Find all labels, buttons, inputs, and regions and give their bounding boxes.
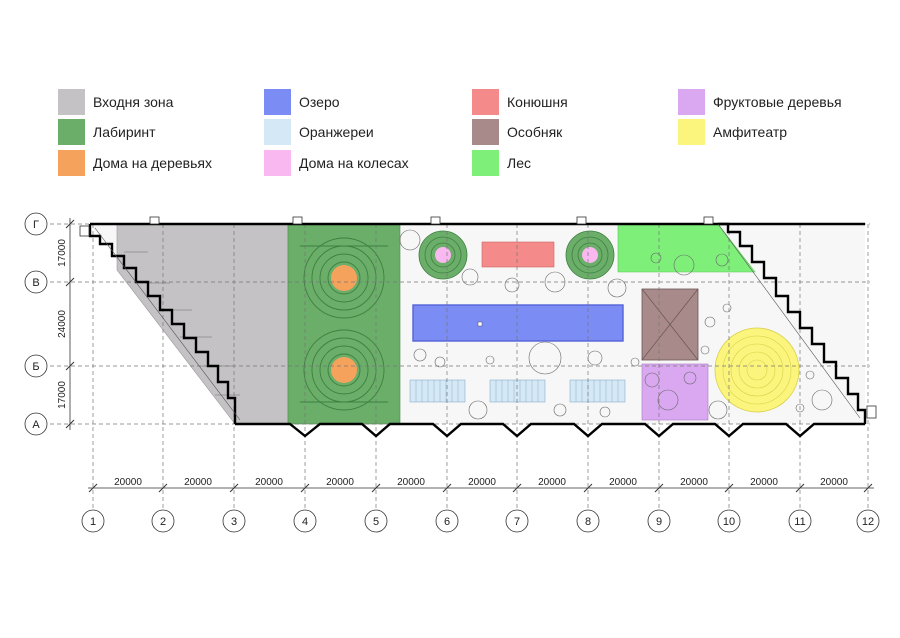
zone-mansion	[641, 288, 699, 361]
row-axis-label: Б	[32, 361, 39, 373]
legend-swatch	[264, 150, 291, 176]
column-axis-label: 6	[444, 516, 450, 528]
legend-swatch	[58, 89, 85, 115]
zone-fruit-trees	[641, 363, 709, 421]
legend-item-entrance-zone: Входня зона	[58, 89, 173, 115]
column-axis-label: 2	[160, 516, 166, 528]
row-dimension-label: 17000	[57, 239, 68, 267]
column-dimension-label: 20000	[820, 477, 848, 488]
legend-swatch	[264, 89, 291, 115]
legend-item-tree-houses: Дома на деревьях	[58, 150, 212, 176]
row-axis-label: Г	[33, 219, 39, 231]
legend-swatch	[472, 150, 499, 176]
ring-motorhomes-right	[565, 230, 615, 280]
ring-motorhomes-left	[418, 230, 468, 280]
row-axis-label: А	[32, 419, 40, 431]
tree-house-2	[331, 357, 357, 383]
legend-label: Конюшня	[507, 94, 568, 110]
column-dimension-label: 20000	[538, 477, 566, 488]
zone-amphitheatre	[714, 327, 800, 413]
legend-swatch	[678, 89, 705, 115]
zone-lake	[412, 304, 624, 342]
column-axis-label: 3	[231, 516, 237, 528]
tree-house-1	[331, 265, 357, 291]
legend-label: Лабиринт	[93, 124, 156, 140]
legend-swatch	[58, 150, 85, 176]
row-dimension-label: 17000	[57, 381, 68, 409]
legend-label: Амфитеатр	[713, 124, 788, 140]
column-axis-label: 11	[794, 516, 805, 528]
column-dimension-label: 20000	[397, 477, 425, 488]
column-axis-label: 8	[585, 516, 591, 528]
column-axis-label: 12	[862, 516, 874, 528]
column-dimensions: 20000 20000 20000 20000 20000 20000 2000…	[88, 477, 874, 493]
column-dimension-label: 20000	[750, 477, 778, 488]
column-axis-label: 7	[514, 516, 520, 528]
boundary-tabs	[79, 216, 877, 419]
greenhouses	[409, 379, 626, 403]
legend-swatch	[472, 119, 499, 145]
zone-labyrinth	[287, 223, 401, 425]
site-boundary	[88, 222, 867, 438]
row-dimension-label: 24000	[57, 310, 68, 338]
legend-swatch	[678, 119, 705, 145]
column-dimension-label: 20000	[326, 477, 354, 488]
legend-item-labyrinth: Лабиринт	[58, 119, 156, 145]
legend-swatch	[472, 89, 499, 115]
boundary-diagonals	[94, 223, 861, 421]
column-dimension-label: 20000	[114, 477, 142, 488]
column-axes: 1 2 3 4 5 6 7 8 9 10 11 12	[81, 509, 880, 533]
legend-label: Дома на деревьях	[93, 155, 212, 171]
legend-label: Оранжереи	[299, 124, 374, 140]
row-dimensions: 17000 24000 17000	[57, 218, 75, 430]
legend-item-stable: Конюшня	[472, 89, 568, 115]
legend-label: Входня зона	[93, 94, 174, 110]
legend-item-lake: Озеро	[264, 89, 340, 115]
legend-item-motorhomes: Дома на колесах	[264, 150, 409, 176]
labyrinth-paths	[300, 237, 388, 411]
legend-label: Озеро	[299, 94, 340, 110]
legend: Входня зона Лабиринт Дома на деревьях Оз…	[0, 0, 900, 190]
column-axis-label: 9	[656, 516, 662, 528]
column-dimension-label: 20000	[184, 477, 212, 488]
column-axis-label: 10	[723, 516, 735, 528]
column-dimension-label: 20000	[609, 477, 637, 488]
legend-label: Фруктовые деревья	[713, 94, 842, 110]
column-dimension-label: 20000	[255, 477, 283, 488]
legend-label: Особняк	[507, 124, 563, 140]
column-axis-label: 4	[302, 516, 308, 528]
legend-swatch	[58, 119, 85, 145]
legend-item-forest: Лес	[472, 150, 531, 176]
column-axis-label: 5	[373, 516, 379, 528]
legend-swatch	[264, 119, 291, 145]
zone-stable	[481, 241, 555, 268]
legend-item-greenhouses: Оранжереи	[264, 119, 374, 145]
row-axes: Г В Б А	[24, 212, 48, 436]
column-dimension-label: 20000	[680, 477, 708, 488]
row-axis-label: В	[32, 277, 39, 289]
legend-label: Лес	[507, 155, 531, 171]
column-dimension-label: 20000	[468, 477, 496, 488]
column-axis-label: 1	[90, 516, 96, 528]
legend-item-mansion: Особняк	[472, 119, 562, 145]
legend-item-fruit-trees: Фруктовые деревья	[678, 89, 842, 115]
legend-item-amphitheatre: Амфитеатр	[678, 119, 787, 145]
zone-entrance	[116, 223, 289, 425]
legend-label: Дома на колесах	[299, 155, 409, 171]
lake-marker	[477, 321, 483, 327]
